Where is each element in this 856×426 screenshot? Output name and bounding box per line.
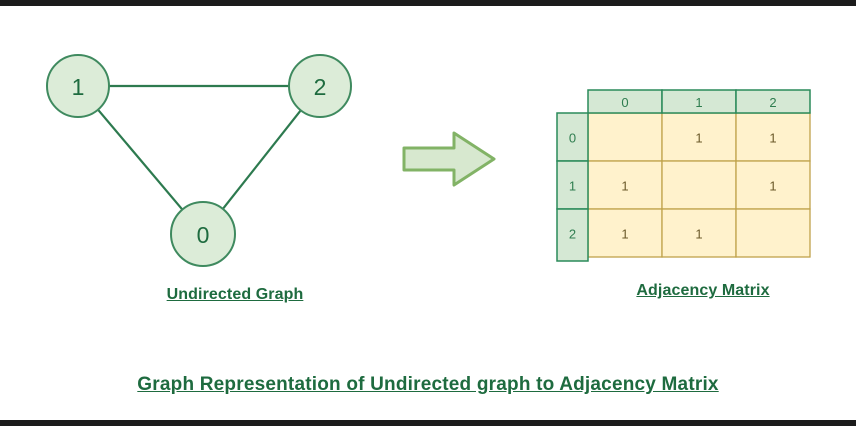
matrix-cell-0-1[interactable] (661, 112, 737, 162)
matrix-cell-value: 1 (769, 179, 776, 194)
graph-edge-2-0 (221, 109, 302, 210)
matrix-cell-2-2[interactable] (735, 208, 811, 258)
node-label: 2 (314, 74, 327, 100)
right-arrow-icon (402, 131, 496, 187)
undirected-graph-panel: 1 2 0 Undirected Graph (30, 28, 390, 318)
matrix-row-header-2[interactable] (556, 208, 589, 262)
node-circle (46, 54, 110, 118)
matrix-cell-1-0[interactable] (587, 160, 663, 210)
matrix-cell-2-0[interactable] (587, 208, 663, 258)
matrix-cell-value: 1 (769, 131, 776, 146)
matrix-row-header-label: 1 (569, 179, 576, 194)
matrix-column-header-label: 1 (695, 95, 702, 110)
graph-drawing: 1 2 0 (46, 54, 352, 267)
matrix-cell-value: 1 (621, 179, 628, 194)
matrix-cell-value: 1 (621, 227, 628, 242)
graph-edge-1-0 (97, 108, 184, 211)
matrix-cell-2-1[interactable] (661, 208, 737, 258)
matrix-cell-1-1[interactable] (661, 160, 737, 210)
matrix-column-header-label: 0 (621, 95, 628, 110)
matrix-cell-0-2[interactable] (735, 112, 811, 162)
page-title: Graph Representation of Undirected graph… (137, 374, 719, 395)
bottom-frame-bar (0, 420, 856, 426)
matrix-cells-group: 1 1 1 1 1 1 (587, 112, 811, 258)
top-frame-bar (0, 0, 856, 6)
matrix-column-header-2[interactable] (735, 89, 811, 114)
matrix-row-header-label: 2 (569, 227, 576, 242)
matrix-headers-group: 0 1 2 0 1 2 (556, 89, 811, 262)
matrix-column-header-label: 2 (769, 95, 776, 110)
node-label: 0 (197, 222, 210, 248)
transform-arrow (400, 128, 500, 190)
arrow-shape (402, 131, 496, 187)
graph-edges-group (97, 84, 302, 211)
node-circle (170, 201, 236, 267)
graph-node-2[interactable]: 2 (288, 54, 352, 118)
matrix-row-header-label: 0 (569, 131, 576, 146)
adjacency-matrix-panel: 1 1 1 1 1 1 0 1 2 0 1 2 Adjacency Matrix (548, 84, 828, 304)
matrix-cell-1-2[interactable] (735, 160, 811, 210)
graph-nodes-group: 1 2 0 (46, 54, 352, 267)
matrix-cell-0-0[interactable] (587, 112, 663, 162)
matrix-cell-value: 1 (695, 131, 702, 146)
matrix-caption: Adjacency Matrix (636, 282, 770, 299)
matrix-table: 1 1 1 1 1 1 0 1 2 0 1 2 (556, 89, 811, 262)
graph-node-0[interactable]: 0 (170, 201, 236, 267)
matrix-row-header-0[interactable] (556, 112, 589, 162)
graph-caption: Undirected Graph (166, 286, 304, 303)
matrix-cell-value: 1 (695, 227, 702, 242)
graph-node-1[interactable]: 1 (46, 54, 110, 118)
node-circle (288, 54, 352, 118)
node-label: 1 (72, 74, 85, 100)
